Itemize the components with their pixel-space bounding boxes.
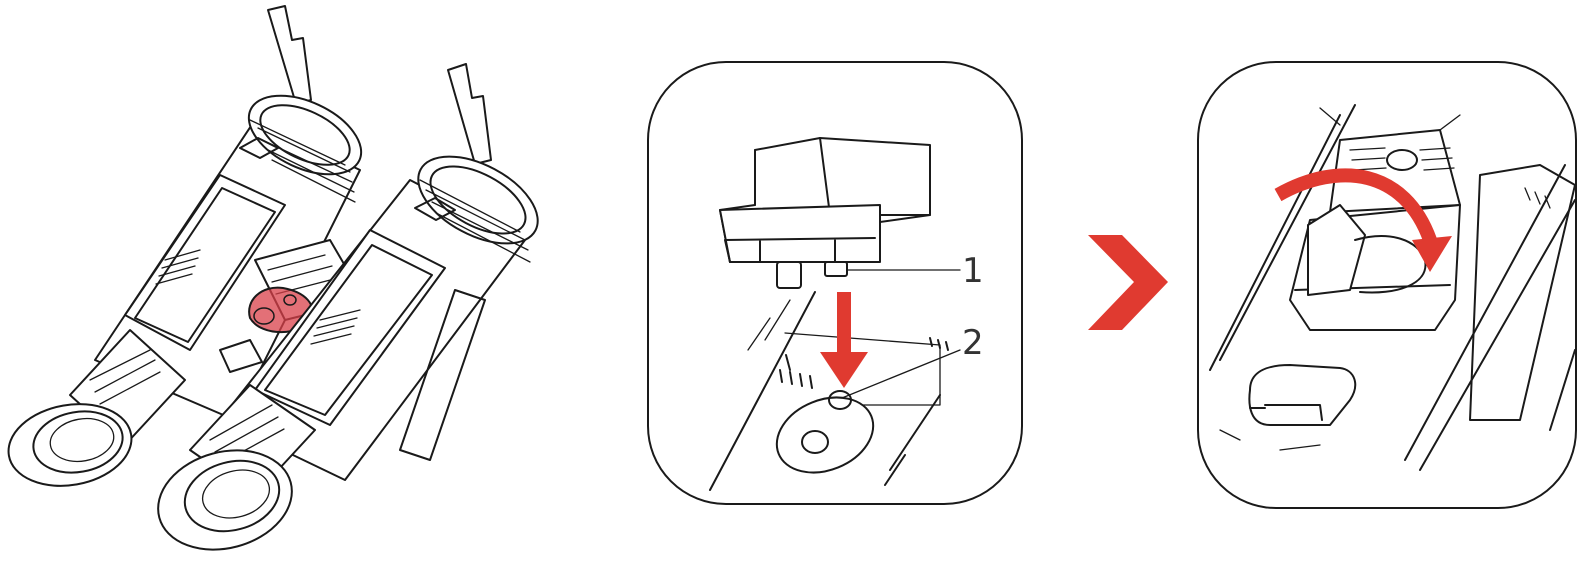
mount-insert-illustration: 1 2 — [647, 61, 1023, 505]
binocular-overview-panel — [0, 0, 590, 570]
mount-insert-panel: 1 2 — [640, 0, 1030, 570]
step-frame-2 — [1197, 61, 1577, 509]
callout-label-1: 1 — [962, 251, 984, 291]
right-eyepiece — [157, 384, 316, 551]
left-eyepiece — [7, 329, 186, 487]
binocular-illustration — [7, 5, 539, 551]
mount-rotate-panel — [1190, 0, 1589, 570]
chevron-right-icon — [1088, 235, 1168, 330]
next-step-chevron — [1088, 235, 1168, 330]
callout-label-2: 2 — [962, 323, 984, 363]
right-barrel — [219, 155, 539, 481]
red-down-arrow-icon — [820, 292, 868, 388]
mount-block — [719, 137, 931, 289]
latch-cover — [1248, 364, 1357, 426]
vent-marks — [779, 337, 949, 389]
mount-rotate-illustration — [1197, 61, 1577, 509]
step-frame — [647, 61, 1023, 505]
curved-rotate-arrow-icon — [1274, 168, 1452, 272]
left-barrel — [94, 94, 363, 421]
